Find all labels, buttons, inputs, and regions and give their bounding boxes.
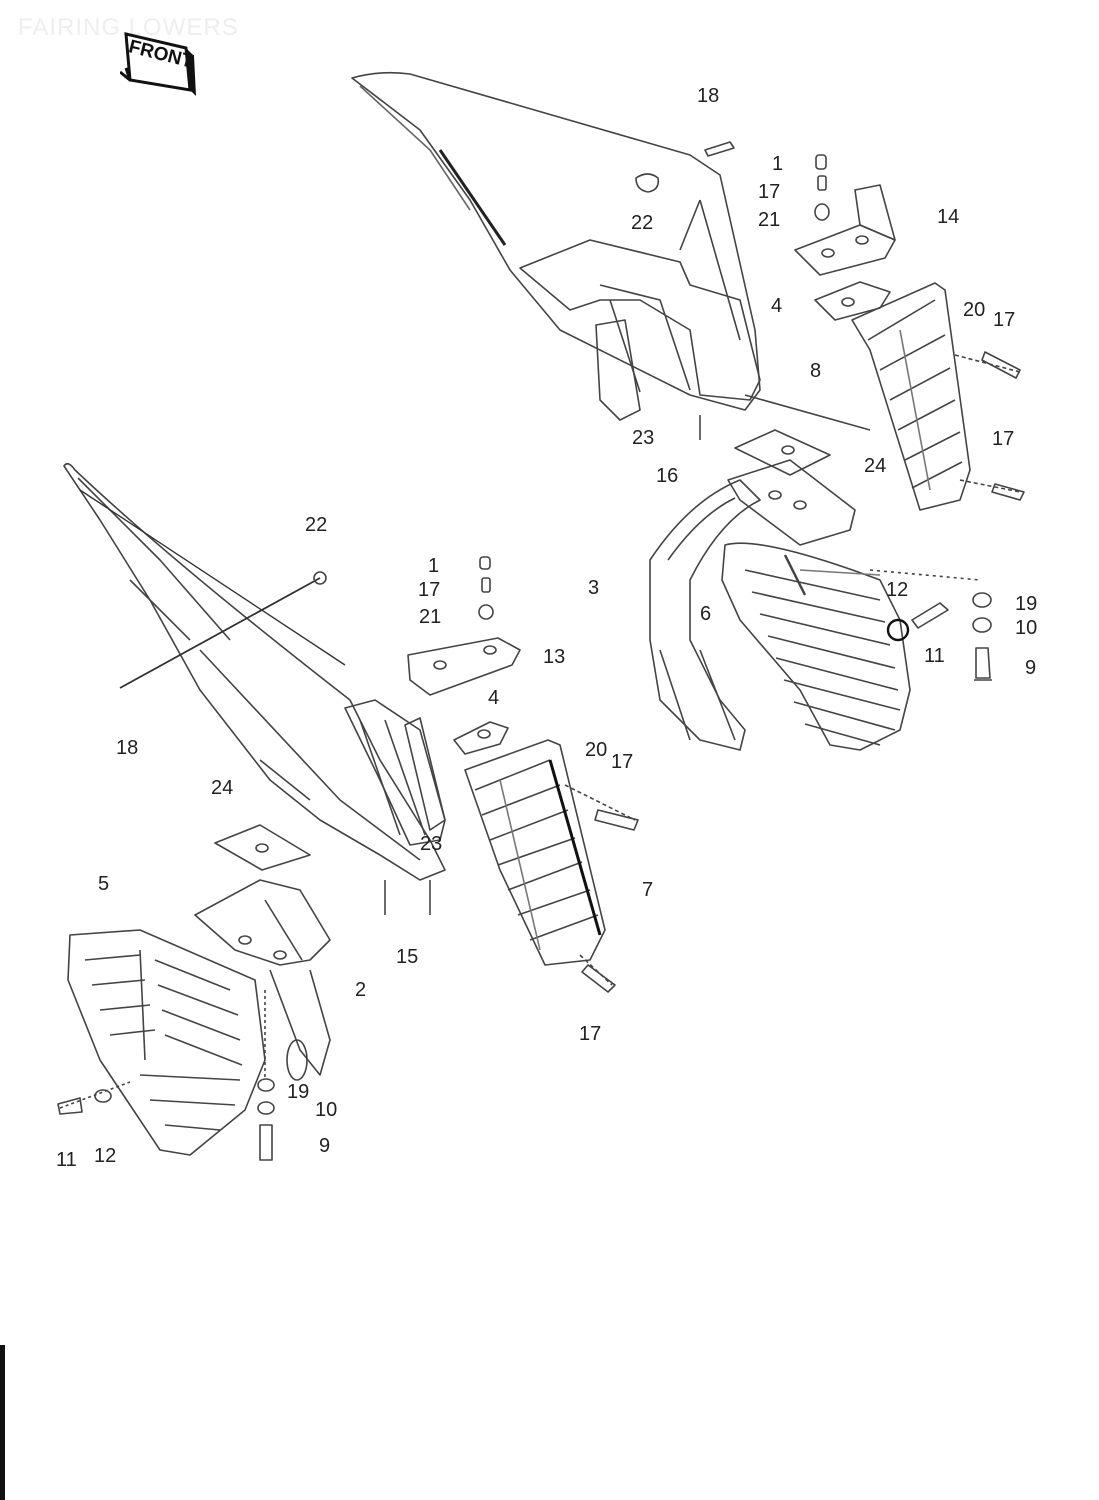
callout-9-left: 9	[319, 1135, 331, 1157]
screw-17-upper-a	[981, 351, 1021, 379]
callout-15: 15	[396, 946, 419, 968]
bracket-23-lower	[404, 717, 446, 831]
callout-18-lower: 18	[116, 737, 139, 759]
callout-23-lower: 23	[420, 833, 443, 855]
grille-7	[464, 739, 606, 966]
callout-21-lower: 21	[419, 606, 442, 628]
callout-10-right: 10	[1015, 617, 1038, 639]
washer-19-right	[972, 592, 992, 608]
bolt-9-right	[975, 647, 991, 679]
nut-12-left	[94, 1089, 112, 1103]
callout-13: 13	[543, 646, 566, 668]
grille-upper-right	[851, 282, 971, 511]
callout-4-upper: 4	[771, 295, 783, 317]
callout-17-upper-b: 17	[992, 428, 1015, 450]
callout-19-left: 19	[287, 1081, 310, 1103]
bolt-9-left	[259, 1124, 273, 1161]
screw-17-lower-b	[581, 964, 616, 993]
callout-19-right: 19	[1015, 593, 1038, 615]
bracket-13	[407, 637, 521, 696]
callout-6: 6	[700, 603, 712, 625]
screw-1-upper	[815, 154, 827, 170]
callout-1-upper: 1	[772, 153, 784, 175]
side-panel-left	[63, 462, 446, 881]
callout-3: 3	[588, 577, 600, 599]
bracket-upper-mid	[727, 459, 856, 546]
nut-11-right	[886, 618, 910, 642]
grille-5	[67, 929, 266, 1156]
callout-14: 14	[937, 206, 960, 228]
callout-4-lower: 4	[488, 687, 500, 709]
screw-1-lower	[479, 556, 491, 570]
callout-17-lower-a: 17	[611, 751, 634, 773]
washer-10-right	[972, 617, 992, 633]
callout-21-upper: 21	[758, 209, 781, 231]
upper-fairing-panel	[351, 71, 761, 411]
callout-2: 2	[355, 979, 367, 1001]
callout-10-left: 10	[315, 1099, 338, 1121]
callout-17-upper-stack: 17	[758, 181, 781, 203]
callout-11-left: 11	[56, 1149, 77, 1171]
callout-17-lower-stack: 17	[418, 579, 441, 601]
callout-24-upper: 24	[864, 455, 887, 477]
callout-17-upper-a: 17	[993, 309, 1016, 331]
callout-12-right: 12	[886, 579, 909, 601]
bracket-14	[794, 224, 896, 276]
callout-8: 8	[810, 360, 822, 382]
callout-11-right: 11	[924, 645, 945, 667]
washer-10-left	[257, 1101, 275, 1115]
callout-20-lower: 20	[585, 739, 608, 761]
bracket-23-upper	[595, 319, 641, 421]
callout-17-lower-b: 17	[579, 1023, 602, 1045]
bracket-2	[194, 879, 331, 966]
bolt-11-left	[57, 1097, 83, 1115]
plate-24-lower	[214, 824, 311, 871]
screw-17-upper-b	[991, 483, 1025, 501]
callout-22-lower: 22	[305, 514, 328, 536]
callout-16: 16	[656, 465, 679, 487]
bracket-4-lower	[453, 721, 509, 755]
callout-12-left: 12	[94, 1145, 117, 1167]
clip-22-upper	[635, 173, 660, 193]
scan-edge-bar	[0, 1345, 5, 1500]
bracket-4-upper	[814, 281, 891, 321]
callout-22-upper: 22	[631, 212, 654, 234]
callout-20-upper: 20	[963, 299, 986, 321]
callout-7: 7	[642, 879, 654, 901]
washer-19-left	[257, 1078, 275, 1092]
screw-18-upper	[704, 141, 735, 157]
grille-lower-right	[721, 542, 911, 751]
front-arrow-icon	[120, 32, 196, 96]
callout-24-lower: 24	[211, 777, 234, 799]
callout-1-lower: 1	[428, 555, 440, 577]
callout-18-upper: 18	[697, 85, 720, 107]
callout-9-right: 9	[1025, 657, 1037, 679]
callout-5: 5	[98, 873, 110, 895]
upper-duct	[519, 239, 761, 401]
bolt-11-right	[911, 602, 949, 629]
screw-17-lower-a	[594, 809, 639, 831]
callout-23-upper: 23	[632, 427, 655, 449]
